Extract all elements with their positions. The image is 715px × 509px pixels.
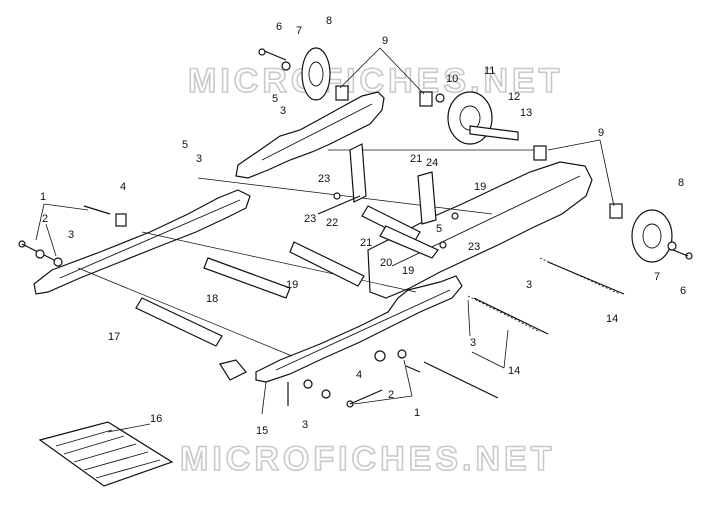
callout-23c: 23	[468, 241, 480, 253]
tubes	[135, 241, 365, 347]
callout-12: 12	[508, 91, 520, 103]
callout-5a: 5	[182, 139, 188, 151]
callout-21a: 21	[410, 153, 422, 165]
callout-17: 17	[108, 331, 120, 343]
callout-5c: 5	[436, 223, 442, 235]
callout-3b: 3	[196, 153, 202, 165]
idler-wheels	[301, 47, 673, 263]
callout-19b: 19	[402, 265, 414, 277]
long-bolts	[423, 261, 625, 399]
callout-18: 18	[206, 293, 218, 305]
callout-2b: 2	[388, 389, 394, 401]
callout-8a: 8	[326, 15, 332, 27]
callout-24: 24	[426, 157, 438, 169]
callout-23a: 23	[318, 173, 330, 185]
callout-1b: 1	[414, 407, 420, 419]
callout-3e: 3	[470, 337, 476, 349]
callout-4b: 4	[356, 369, 362, 381]
callout-3f: 3	[302, 419, 308, 431]
hardware	[18, 48, 693, 408]
watermark-bottom: MICROFICHES.NET	[180, 440, 555, 478]
right-rail	[235, 91, 593, 299]
callout-14b: 14	[508, 365, 520, 377]
left-rail	[33, 189, 463, 383]
callout-19a: 19	[474, 181, 486, 193]
callout-1a: 1	[40, 191, 46, 203]
callout-11: 11	[484, 65, 495, 77]
callout-7a: 7	[296, 25, 302, 37]
callout-20: 20	[380, 257, 392, 269]
slide-rail-wear-strip	[38, 421, 174, 487]
center-bracket	[317, 143, 459, 259]
callout-13: 13	[520, 107, 532, 119]
callout-3c: 3	[280, 105, 286, 117]
callout-6b: 6	[680, 285, 686, 297]
callout-10: 10	[446, 73, 458, 85]
callout-22: 22	[326, 217, 338, 229]
callout-21b: 21	[360, 237, 372, 249]
callout-labels: 1 2 3 4 5 3 5 3 6 7 8 9 10 11 12 13 9 8 …	[40, 15, 686, 437]
callout-23b: 23	[304, 213, 316, 225]
callout-16: 16	[150, 413, 162, 425]
callout-5b: 5	[272, 93, 278, 105]
callout-19c: 19	[286, 279, 298, 291]
callout-9a: 9	[382, 35, 388, 47]
callout-4a: 4	[120, 181, 126, 193]
callout-6a: 6	[276, 21, 282, 33]
callout-3a: 3	[68, 229, 74, 241]
callout-2a: 2	[42, 213, 48, 225]
leader-lines	[35, 47, 615, 433]
callout-15: 15	[256, 425, 268, 437]
callout-8b: 8	[678, 177, 684, 189]
callout-3d: 3	[526, 279, 532, 291]
callout-7b: 7	[654, 271, 660, 283]
callout-14a: 14	[606, 313, 618, 325]
callout-9b: 9	[598, 127, 604, 139]
cross-shafts	[77, 149, 621, 357]
